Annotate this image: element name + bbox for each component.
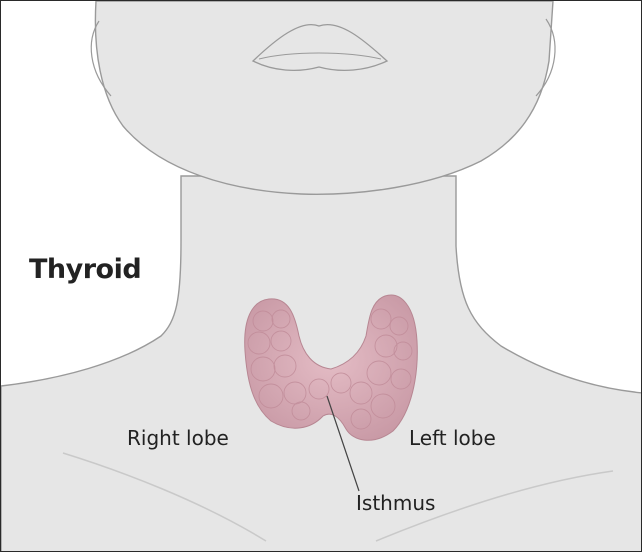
left-lobe-label: Left lobe: [409, 428, 496, 448]
body-silhouette: [1, 176, 642, 552]
right-lobe-label: Right lobe: [127, 428, 229, 448]
diagram-title: Thyroid: [29, 256, 141, 283]
isthmus-label: Isthmus: [356, 493, 435, 513]
